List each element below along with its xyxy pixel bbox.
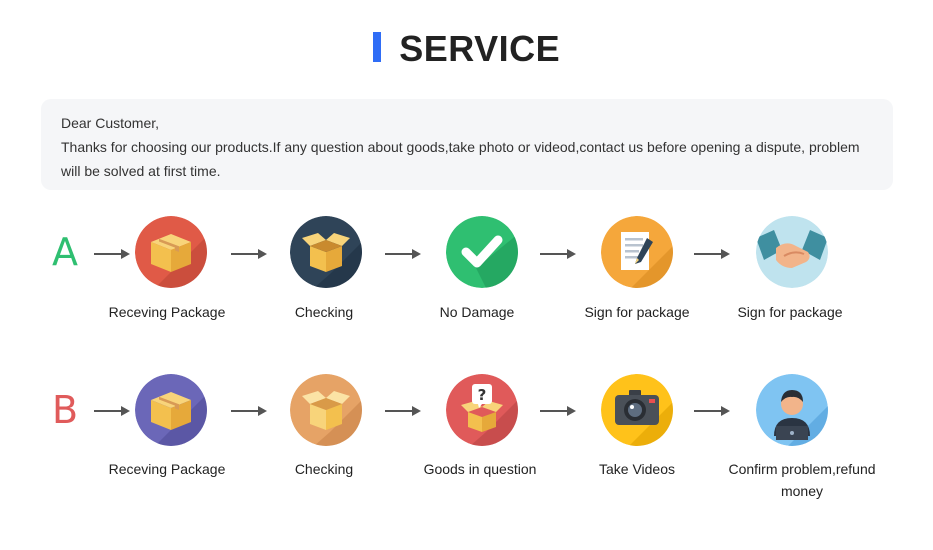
customer-notice: Dear Customer, Thanks for choosing our p… — [41, 99, 893, 190]
arrow-icon — [694, 406, 730, 416]
open-box-icon — [290, 374, 362, 446]
step-label: Checking — [294, 304, 354, 320]
svg-text:?: ? — [478, 386, 487, 404]
question-box-icon: ? — [446, 374, 518, 446]
page-title: SERVICE — [399, 28, 561, 69]
package-icon — [135, 374, 207, 446]
support-agent-icon — [756, 374, 828, 446]
page-header: SERVICE — [0, 28, 933, 70]
camera-icon — [601, 374, 673, 446]
step-label: Sign for package — [584, 304, 690, 320]
handshake-icon — [756, 216, 828, 288]
arrow-icon — [94, 249, 130, 259]
package-icon — [135, 216, 207, 288]
step-label: Receving Package — [108, 304, 226, 320]
arrow-icon — [231, 249, 267, 259]
arrow-icon — [694, 249, 730, 259]
step-label: Sign for package — [737, 304, 843, 320]
arrow-icon — [385, 249, 421, 259]
arrow-icon — [94, 406, 130, 416]
open-box-icon — [290, 216, 362, 288]
arrow-icon — [385, 406, 421, 416]
arrow-icon — [540, 406, 576, 416]
arrow-icon — [540, 249, 576, 259]
step-label: Confirm problem,refund money — [728, 461, 876, 499]
notice-greeting: Dear Customer, — [61, 115, 160, 131]
checkmark-icon — [446, 216, 518, 288]
step-label: Receving Package — [108, 461, 226, 477]
title-accent-bar — [372, 32, 381, 62]
document-sign-icon — [601, 216, 673, 288]
row-b-letter: B — [52, 388, 79, 432]
step-label: Take Videos — [598, 461, 675, 477]
row-a-letter: A — [52, 230, 78, 274]
step-label: No Damage — [439, 304, 515, 320]
step-label: Checking — [294, 461, 354, 477]
notice-message: Thanks for choosing our products.If any … — [61, 139, 860, 179]
step-label: Goods in question — [423, 461, 537, 477]
arrow-icon — [231, 406, 267, 416]
